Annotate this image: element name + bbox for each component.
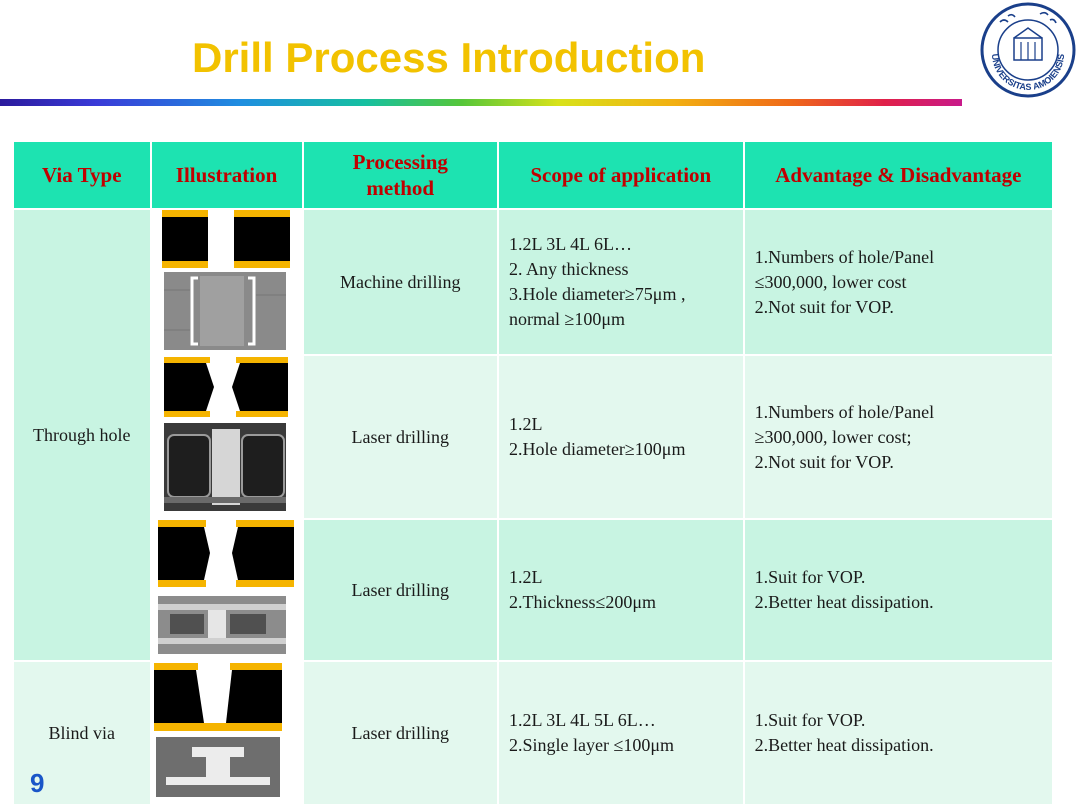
method-cell: Laser drilling	[301, 660, 499, 806]
university-seal-logo: UNIVERSITAS AMOIENSIS	[978, 2, 1078, 98]
drill-process-table: Via Type Illustration Processing method …	[12, 140, 1055, 806]
advantage-line: 2.Not suit for VOP.	[754, 451, 894, 472]
scope-line: 2. Any thickness	[508, 259, 629, 279]
method-cell: Laser drilling	[301, 518, 499, 662]
advantage-cell: 1.Numbers of hole/Panel ≥300,000, lower …	[742, 354, 1055, 520]
scope-line: 3.Hole diameter≥75μm ,	[508, 284, 686, 304]
scope-line: 1.2L 3L 4L 5L 6L…	[508, 710, 656, 730]
scope-cell: 1.2L 2.Thickness≤200μm	[496, 518, 745, 662]
header-advantage: Advantage & Disadvantage	[742, 140, 1055, 210]
method-cell: Machine drilling	[301, 208, 499, 356]
scope-line: 2.Single layer ≤100μm	[508, 735, 674, 755]
illustration-blind-via	[149, 660, 304, 806]
table-row: Through hole Machine drilling 1.2L	[12, 208, 1055, 662]
table-row: Laser drilling 1.2L 2.Hole diameter≥100μ…	[13, 354, 1055, 520]
header-via-type: Via Type	[12, 140, 152, 210]
header-method-line-2: method	[366, 176, 435, 200]
advantage-line: ≤300,000, lower cost	[754, 271, 907, 292]
scope-line: 2.Thickness≤200μm	[508, 592, 656, 612]
advantage-cell: 1.Suit for VOP. 2.Better heat dissipatio…	[742, 660, 1055, 806]
advantage-line: 1.Suit for VOP.	[754, 710, 866, 730]
header-processing-method: Processing method	[301, 140, 499, 210]
scope-line: normal ≥100μm	[508, 309, 625, 329]
via-type-through-hole: Through hole	[12, 208, 152, 662]
illustration-machine-drill	[149, 208, 304, 356]
advantage-line: 2.Better heat dissipation.	[754, 735, 934, 755]
scope-line: 2.Hole diameter≥100μm	[508, 439, 686, 459]
advantage-cell: 1.Suit for VOP. 2.Better heat dissipatio…	[742, 518, 1055, 662]
illustration-laser-through	[149, 354, 304, 520]
scope-line: 1.2L	[508, 567, 543, 587]
illustration-laser-thin	[149, 518, 304, 662]
header-illustration: Illustration	[149, 140, 304, 210]
advantage-line: 2.Not suit for VOP.	[754, 296, 894, 317]
rainbow-divider	[0, 99, 962, 106]
advantage-line: 1.Numbers of hole/Panel	[754, 246, 935, 267]
scope-line: 1.2L 3L 4L 6L…	[508, 234, 632, 254]
scope-cell: 1.2L 3L 4L 5L 6L… 2.Single layer ≤100μm	[496, 660, 745, 806]
page-number: 9	[30, 768, 45, 798]
advantage-line: 1.Numbers of hole/Panel	[754, 401, 935, 422]
advantage-line: 2.Better heat dissipation.	[754, 592, 934, 612]
advantage-line: ≥300,000, lower cost;	[754, 426, 912, 447]
method-cell: Laser drilling	[301, 354, 499, 520]
advantage-cell: 1.Numbers of hole/Panel ≤300,000, lower …	[742, 208, 1055, 356]
page-title: Drill Process Introduction	[192, 34, 706, 81]
table-row: Blind via Laser drilling 1.2L 3L 4L 5L 6…	[12, 660, 1055, 806]
table-row: Laser drilling 1.2L 2.Thickness≤200μm 1.…	[13, 518, 1055, 662]
advantage-line: 1.Suit for VOP.	[754, 567, 866, 587]
scope-line: 1.2L	[508, 414, 543, 434]
header-scope: Scope of application	[496, 140, 745, 210]
header-method-line-1: Processing	[352, 149, 448, 174]
scope-cell: 1.2L 3L 4L 6L… 2. Any thickness 3.Hole d…	[496, 208, 745, 356]
scope-cell: 1.2L 2.Hole diameter≥100μm	[496, 354, 745, 520]
via-type-blind-via: Blind via	[12, 660, 152, 806]
